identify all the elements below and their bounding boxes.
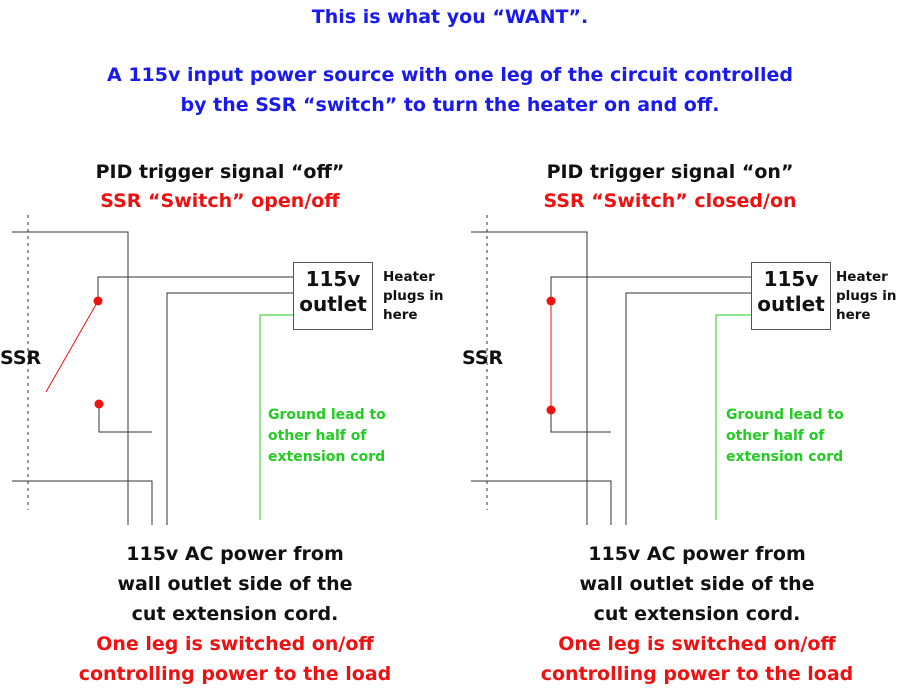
left-panel-state: SSR “Switch” open/off: [100, 190, 340, 212]
header-title: This is what you “WANT”.: [311, 6, 589, 28]
right-footer-red-line2: controlling power to the load: [540, 663, 854, 685]
right-heater-note-line3: here: [836, 307, 871, 323]
left-outlet-voltage: 115v: [305, 267, 361, 291]
right-footer-line3: cut extension cord.: [593, 603, 801, 625]
left-switch-to-outlet-wire: [97, 276, 293, 301]
right-ground-note-line1: Ground lead to: [726, 407, 844, 423]
right-supply-wire: [471, 231, 588, 525]
left-ground-note: Ground lead to other half of extension c…: [268, 405, 386, 468]
right-outlet-box: 115v outlet: [751, 262, 831, 330]
right-heater-note-line1: Heater: [836, 269, 888, 285]
left-heater-note-line3: here: [383, 307, 418, 323]
right-footer-line2: wall outlet side of the: [579, 573, 815, 595]
header-description-line1: A 115v input power source with one leg o…: [107, 64, 793, 86]
right-return-wire: [471, 480, 612, 525]
right-outlet-voltage: 115v: [763, 267, 819, 291]
right-ground-note-line3: extension cord: [726, 449, 844, 465]
left-switch-contact-bottom: [94, 399, 104, 409]
right-switch-contact-top: [546, 296, 556, 306]
right-neutral-wire: [625, 292, 751, 525]
left-outlet-box: 115v outlet: [293, 262, 373, 330]
left-return-wire: [12, 480, 153, 525]
left-outlet-label: outlet: [299, 292, 367, 316]
left-ground-note-line2: other half of: [268, 428, 367, 444]
right-ground-note-line2: other half of: [726, 428, 825, 444]
left-footer-red-line2: controlling power to the load: [78, 663, 392, 685]
left-switch-return-wire: [98, 404, 152, 433]
left-footer-red-line1: One leg is switched on/off: [96, 633, 374, 655]
left-heater-note: Heater plugs in here: [383, 268, 444, 325]
left-switch-lever-open: [45, 300, 99, 393]
left-heater-note-line2: plugs in: [383, 288, 444, 304]
left-supply-wire: [12, 231, 129, 525]
right-switch-to-outlet-wire: [550, 276, 751, 301]
right-ground-note: Ground lead to other half of extension c…: [726, 405, 844, 468]
right-outlet-label: outlet: [757, 292, 825, 316]
header-description-line2: by the SSR “switch” to turn the heater o…: [180, 94, 720, 116]
right-panel-state: SSR “Switch” closed/on: [543, 190, 797, 212]
left-footer-line3: cut extension cord.: [131, 603, 339, 625]
left-footer-line2: wall outlet side of the: [117, 573, 353, 595]
right-footer-line1: 115v AC power from: [588, 543, 806, 565]
left-footer-line1: 115v AC power from: [126, 543, 344, 565]
right-ssr-label: SSR: [462, 347, 504, 369]
left-ground-wire: [259, 314, 293, 520]
right-circuit: [471, 215, 751, 525]
right-footer-red-line1: One leg is switched on/off: [558, 633, 836, 655]
left-circuit: [12, 215, 293, 525]
left-ground-note-line1: Ground lead to: [268, 407, 386, 423]
left-heater-note-line1: Heater: [383, 269, 435, 285]
left-neutral-wire: [166, 292, 293, 525]
right-switch-contact-bottom: [546, 405, 556, 415]
left-panel-title: PID trigger signal “off”: [95, 161, 345, 183]
right-ground-wire: [715, 314, 751, 520]
right-heater-note-line2: plugs in: [836, 288, 897, 304]
left-ground-note-line3: extension cord: [268, 449, 386, 465]
left-switch-contact-top: [93, 296, 103, 306]
right-panel-title: PID trigger signal “on”: [546, 161, 794, 183]
left-ssr-label: SSR: [0, 347, 42, 369]
right-switch-return-wire: [550, 410, 611, 433]
right-heater-note: Heater plugs in here: [836, 268, 897, 325]
